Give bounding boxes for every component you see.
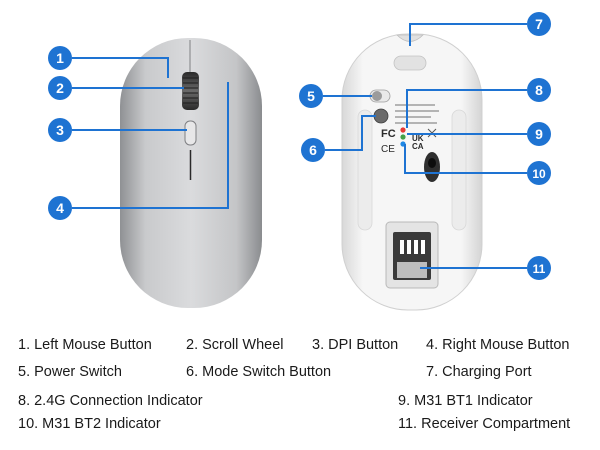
- callout-marker-7: 7: [527, 12, 551, 36]
- dpi-button: [184, 120, 197, 146]
- legend-item-left-mouse-button: 1. Left Mouse Button: [18, 337, 152, 353]
- ukca-mark-top: UK: [412, 134, 424, 143]
- callout-marker-9: 9: [527, 122, 551, 146]
- callout-number: 3: [56, 122, 64, 138]
- callout-number: 6: [309, 142, 317, 158]
- callout-line-8: [406, 89, 527, 128]
- legend-item-right-mouse-button: 4. Right Mouse Button: [426, 337, 570, 353]
- indicator-24g-led: [400, 127, 406, 133]
- callout-marker-1: 1: [48, 46, 72, 70]
- callout-marker-8: 8: [527, 78, 551, 102]
- callout-markers: 1 2 3 4 5 6 7 8 9 10 11: [48, 12, 551, 280]
- callout-number: 5: [307, 88, 315, 104]
- legend-item-bt1-indicator: 9. M31 BT1 Indicator: [398, 393, 533, 409]
- scroll-wheel: [182, 72, 199, 110]
- callout-marker-6: 6: [301, 138, 325, 162]
- callout-marker-2: 2: [48, 76, 72, 100]
- legend-item-mode-switch-button: 6. Mode Switch Button: [186, 364, 332, 380]
- callout-line-7: [409, 23, 527, 46]
- callout-number: 11: [533, 262, 546, 276]
- mouse-top-view: [120, 38, 262, 308]
- callout-number: 1: [56, 50, 64, 66]
- right-glide-pad: [451, 109, 467, 231]
- legend-item-dpi-button: 3. DPI Button: [312, 337, 399, 353]
- legend-item-24g-indicator: 8. 2.4G Connection Indicator: [18, 393, 203, 409]
- mouse-diagram: FC CE UK CA 1 2 3 4 5: [48, 12, 551, 311]
- power-switch-knob: [372, 91, 382, 101]
- callout-marker-5: 5: [299, 84, 323, 108]
- callout-number: 2: [56, 80, 64, 96]
- callout-line-1: [72, 57, 169, 78]
- callout-number: 8: [535, 82, 543, 98]
- callout-line-6: [325, 115, 376, 151]
- callout-lines: [72, 23, 527, 269]
- ce-mark: CE: [381, 144, 395, 155]
- callout-marker-3: 3: [48, 118, 72, 142]
- legend-item-power-switch: 5. Power Switch: [18, 364, 122, 380]
- left-glide-pad: [357, 109, 373, 231]
- callout-marker-11: 11: [527, 256, 551, 280]
- legend-item-scroll-wheel: 2. Scroll Wheel: [186, 337, 284, 353]
- callout-number: 4: [56, 200, 64, 216]
- callout-number: 10: [532, 167, 546, 181]
- legend-item-receiver-compartment: 11. Receiver Compartment: [398, 416, 571, 432]
- callout-line-10: [404, 144, 527, 174]
- callout-line-4: [72, 82, 229, 209]
- legend-item-bt2-indicator: 10. M31 BT2 Indicator: [18, 416, 161, 432]
- callout-marker-4: 4: [48, 196, 72, 220]
- charging-port: [393, 55, 427, 71]
- legend-item-charging-port: 7. Charging Port: [426, 364, 532, 380]
- fcc-mark: FC: [381, 128, 396, 140]
- callout-marker-10: 10: [527, 161, 551, 185]
- callout-number: 9: [535, 126, 543, 142]
- indicator-bt1-led: [400, 134, 406, 140]
- ukca-mark-bottom: CA: [412, 142, 424, 151]
- mode-switch-button: [373, 108, 389, 124]
- callout-number: 7: [535, 16, 543, 32]
